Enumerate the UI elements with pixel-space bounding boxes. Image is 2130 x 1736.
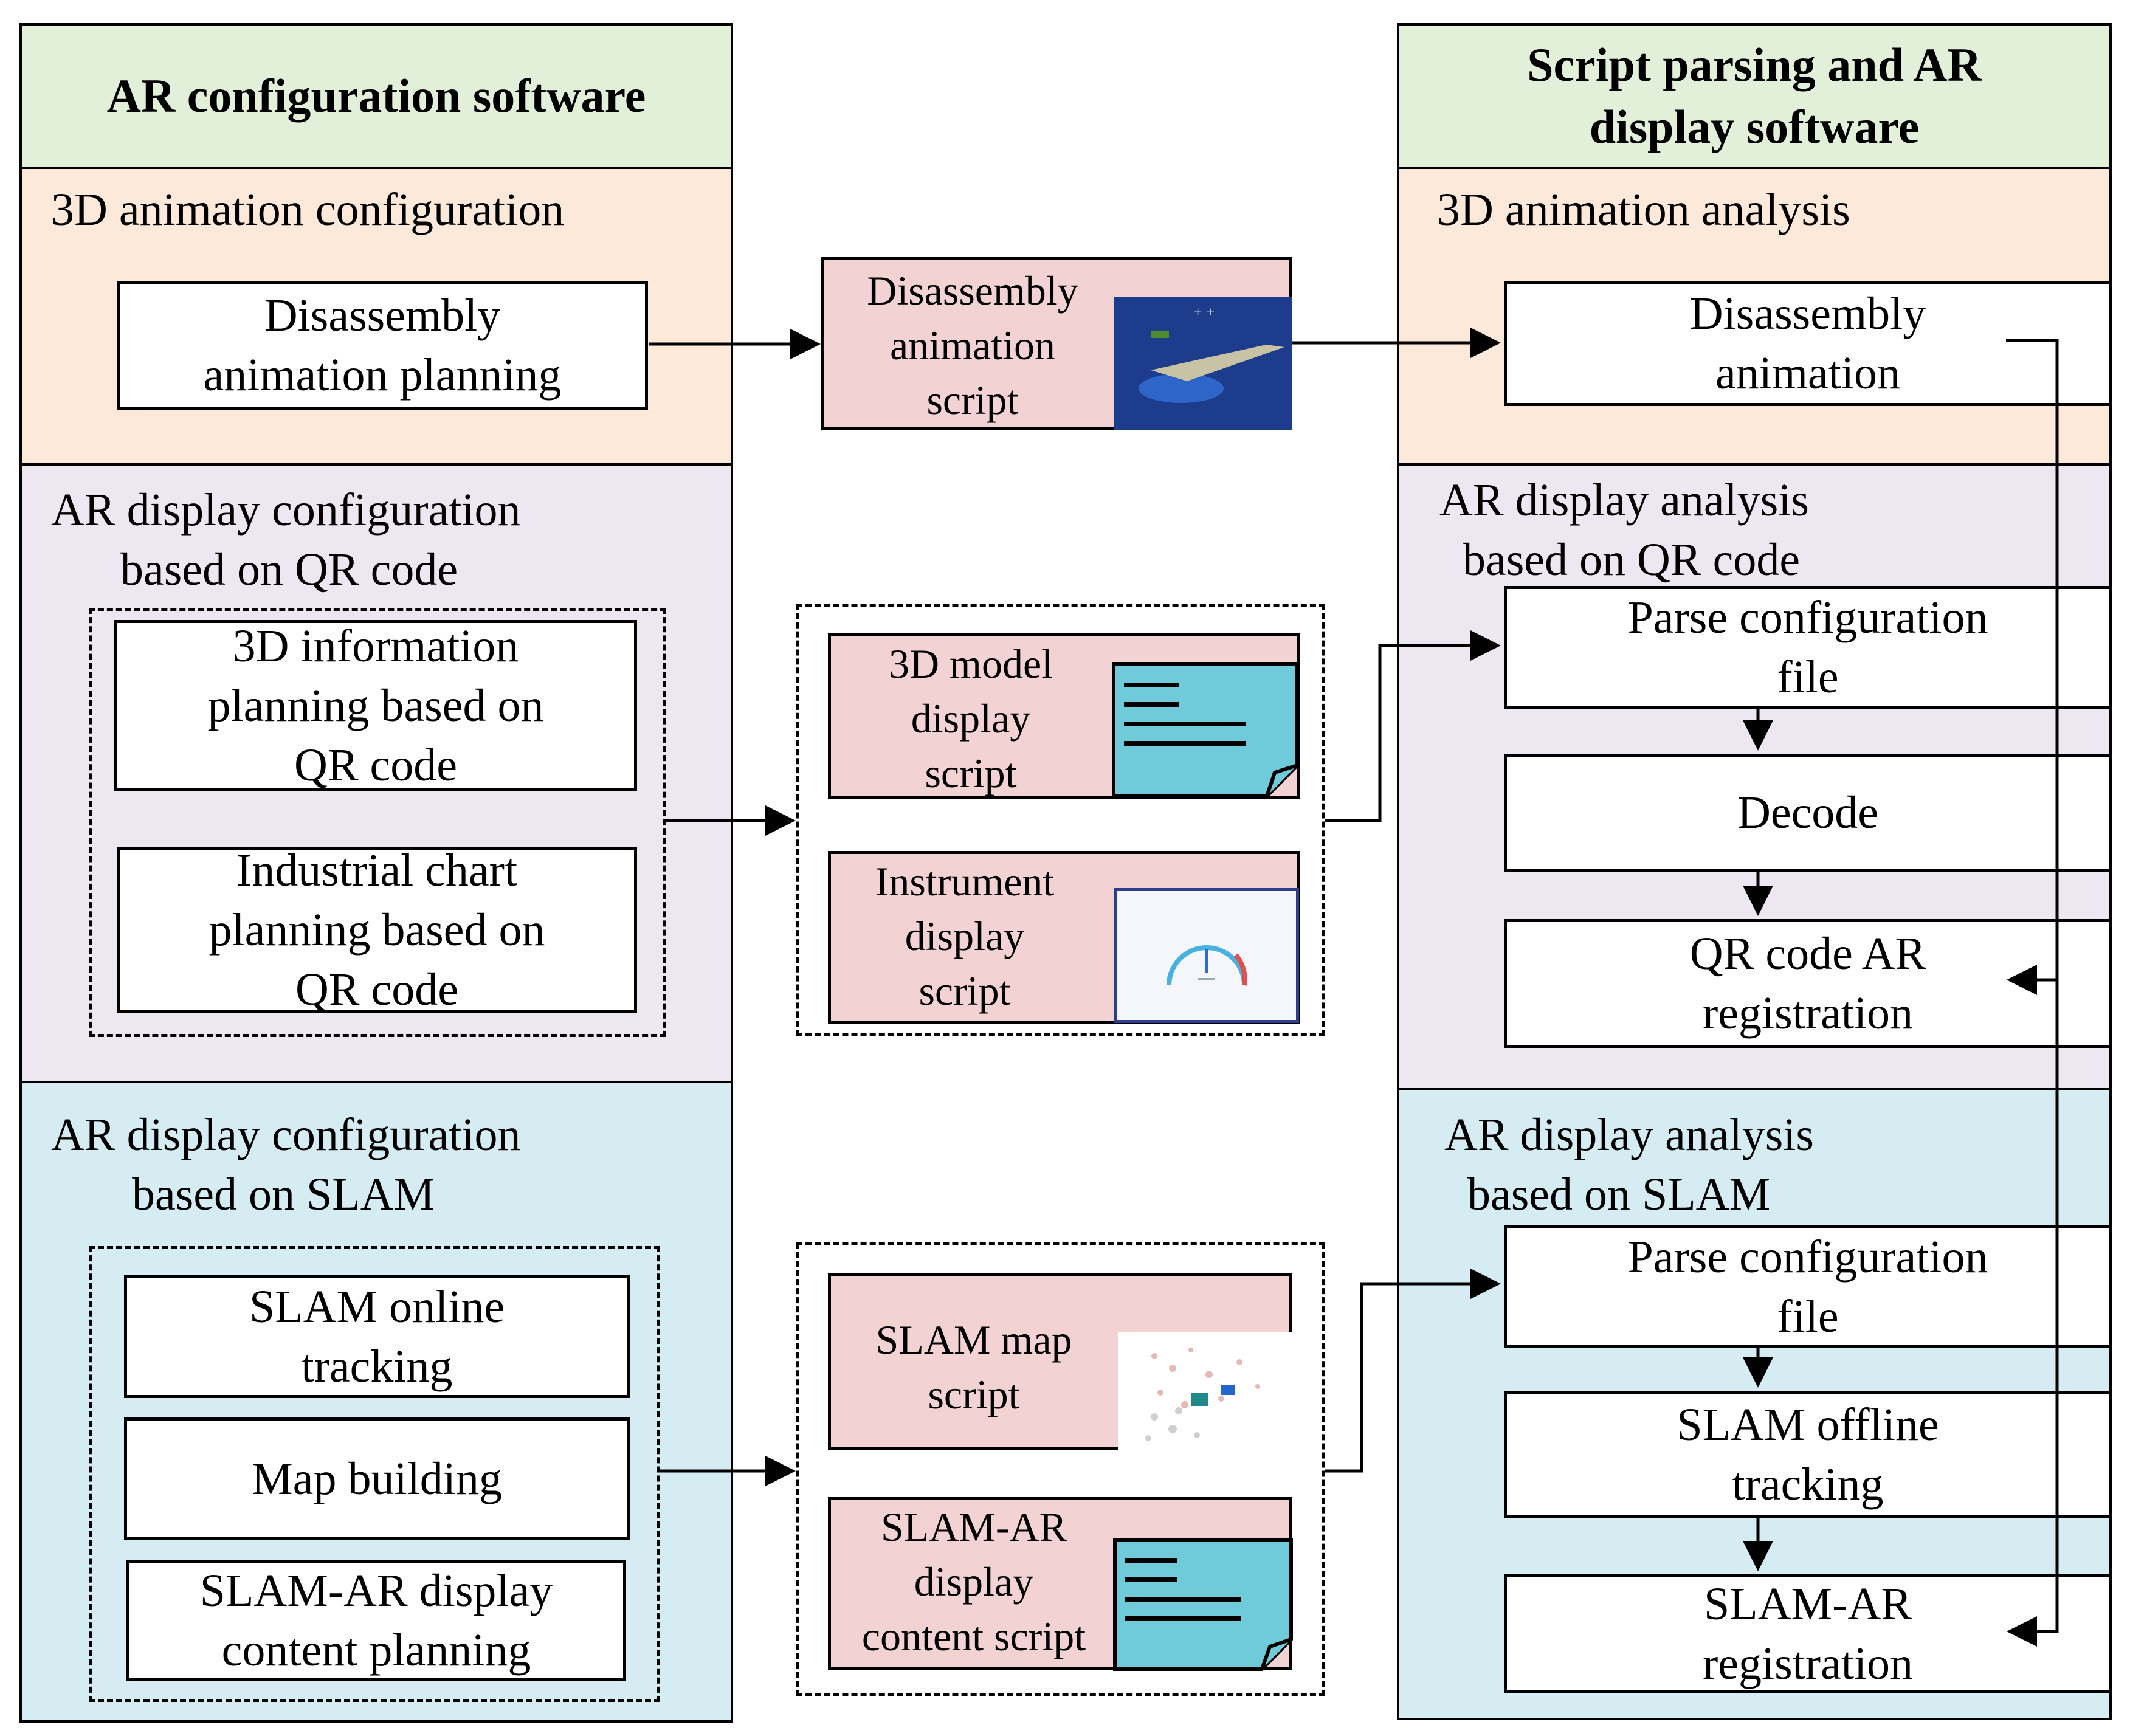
gauge-screenshot-thumbnail: [1111, 885, 1302, 1026]
decode-box: Decode: [1504, 754, 2112, 872]
right-section-qr: AR display analysis based on QR code Par…: [1397, 463, 2112, 1090]
slam-map-script: SLAM map script: [828, 1273, 1292, 1450]
left-panel-title-text: AR configuration software: [106, 69, 646, 122]
disassembly-animation-planning-box: Disassembly animation planning: [117, 281, 648, 410]
right-section-slam: AR display analysis based on SLAM Parse …: [1397, 1088, 2112, 1720]
slam-map-script-label: SLAM map script: [875, 1317, 1072, 1417]
disassembly-animation-script-label: Disassembly animation script: [867, 267, 1078, 423]
section-label-animation-analysis: 3D animation analysis: [1437, 184, 1850, 235]
qr-code-ar-registration-box: QR code AR registration: [1504, 919, 2112, 1048]
industrial-chart-planning-box: Industrial chart planning based on QR co…: [117, 847, 637, 1013]
right-panel-title-text: Script parsing and AR display software: [1527, 38, 1982, 153]
left-section-qr: AR display configuration based on QR cod…: [19, 463, 733, 1083]
section-label-slam-config: AR display configuration based on SLAM: [51, 1109, 521, 1220]
disassembly-animation-box: Disassembly animation: [1504, 281, 2112, 406]
slam-planning-group: [89, 1246, 660, 1702]
section-label-slam-analysis: AR display analysis based on SLAM: [1444, 1109, 1814, 1220]
slam-ar-display-content-script: SLAM-AR display content script: [828, 1497, 1293, 1671]
right-section-animation: 3D animation analysis Disassembly animat…: [1397, 167, 2112, 466]
svg-text:+ +: + +: [1193, 306, 1215, 319]
left-panel-title: AR configuration software: [19, 23, 733, 169]
slam-ar-registration-box: SLAM-AR registration: [1504, 1574, 2112, 1693]
point-cloud-map-thumbnail: [1118, 1332, 1292, 1450]
parse-configuration-file-box-slam: Parse configuration file: [1504, 1225, 2112, 1348]
3d-information-planning-box: 3D information planning based on QR code: [114, 620, 637, 791]
3d-model-display-script-label: 3D model display script: [888, 641, 1053, 796]
slam-offline-tracking-box: SLAM offline tracking: [1504, 1391, 2112, 1518]
slam-online-tracking-box: SLAM online tracking: [124, 1275, 630, 1398]
document-icon: [1113, 1538, 1293, 1671]
section-label-animation-config: 3D animation configuration: [51, 184, 565, 235]
slam-ar-content-planning-box: SLAM-AR display content planning: [126, 1560, 626, 1681]
disassembly-animation-script: Disassembly animation script + +: [821, 257, 1292, 430]
qr-scripts-group: [796, 604, 1325, 1036]
disassembly-render-thumbnail: + +: [1114, 297, 1292, 430]
slam-ar-display-content-script-label: SLAM-AR display content script: [861, 1504, 1086, 1659]
instrument-display-script: Instrument display script: [828, 851, 1302, 1026]
qr-planning-group: [89, 608, 666, 1037]
document-icon: [1112, 662, 1300, 798]
parse-configuration-file-box-qr: Parse configuration file: [1504, 586, 2112, 709]
section-label-qr-config: AR display configuration based on QR cod…: [51, 484, 521, 595]
left-section-slam: AR display configuration based on SLAM S…: [19, 1081, 733, 1723]
map-building-box: Map building: [124, 1417, 630, 1540]
section-label-qr-analysis: AR display analysis based on QR code: [1439, 475, 1809, 585]
right-panel-title: Script parsing and AR display software: [1397, 23, 2112, 169]
instrument-display-script-label: Instrument display script: [875, 858, 1055, 1014]
left-section-animation: 3D animation configuration Disassembly a…: [19, 167, 733, 466]
3d-model-display-script: 3D model display script: [828, 633, 1300, 799]
slam-scripts-group: [796, 1242, 1325, 1696]
